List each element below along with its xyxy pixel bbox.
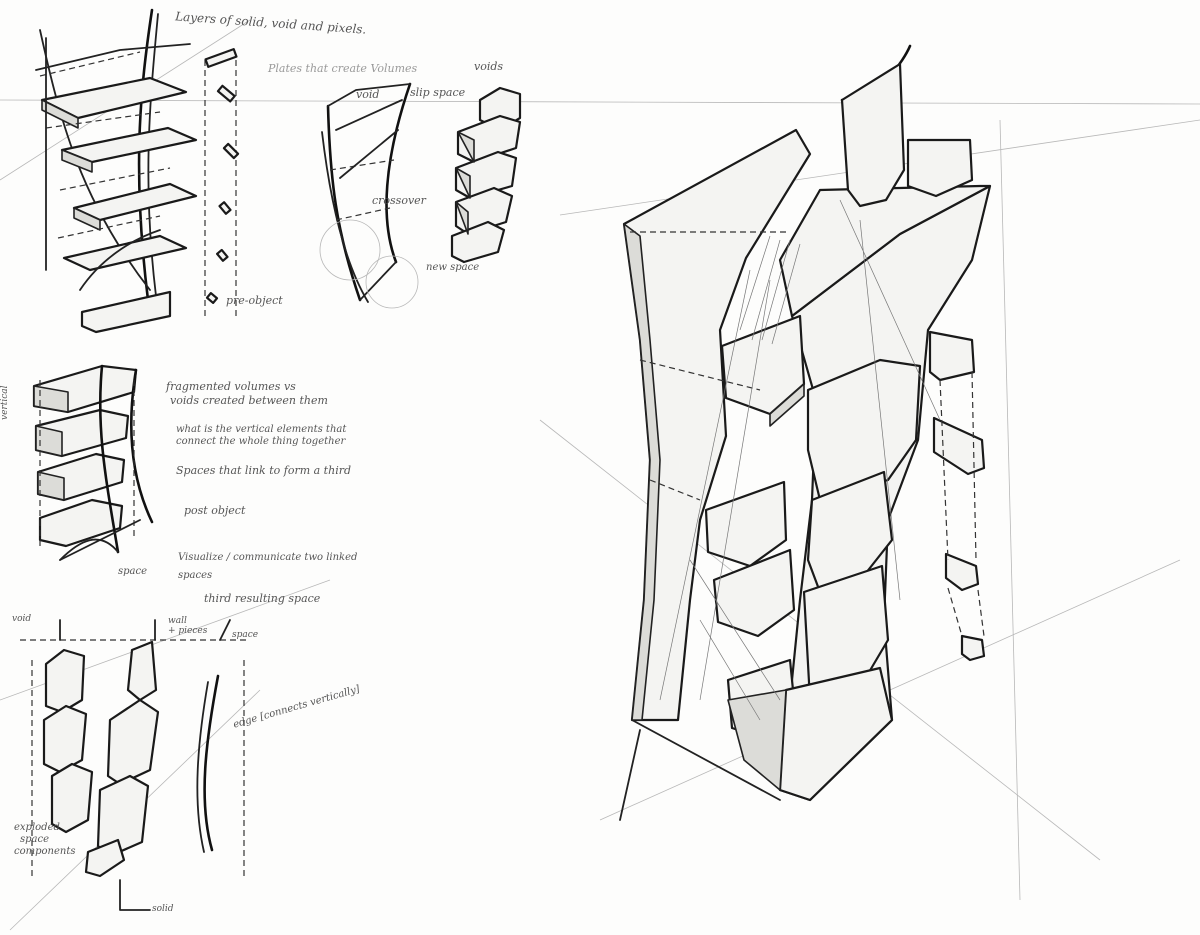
note-visualize-1: Visualize / communicate two linked — [178, 552, 358, 563]
note-exploded-2: space — [20, 834, 50, 845]
note-fragmented-2: voids created between them — [170, 394, 328, 407]
note-exploded-3: components — [14, 846, 76, 857]
voids-stack-sketch — [450, 86, 522, 264]
note-crossover: crossover — [372, 194, 426, 207]
fragmented-volumes-sketch — [32, 364, 154, 561]
note-void: void — [356, 88, 380, 101]
note-voids: voids — [474, 60, 504, 73]
note-wall-1: wall — [168, 616, 187, 626]
note-new-space: new space — [426, 262, 480, 273]
note-post-object: post object — [184, 504, 246, 517]
note-solid: solid — [152, 904, 174, 914]
curved-wall-sketch — [319, 82, 419, 309]
note-visualize-2: spaces — [178, 570, 213, 581]
note-fragmented-1: fragmented volumes vs — [166, 380, 296, 393]
note-vertical-side: vertical — [0, 385, 10, 421]
note-wall-2: + pieces — [168, 626, 208, 636]
spiral-plates-sketch — [35, 8, 240, 334]
note-vertical-1: what is the vertical elements that — [176, 424, 347, 435]
exploded-components-sketch — [20, 619, 250, 911]
note-exploded-1: exploded — [14, 822, 60, 833]
note-spaces-link: Spaces that link to form a third — [176, 464, 352, 477]
note-vertical-2: connect the whole thing together — [176, 436, 346, 447]
note-space-label: space — [232, 630, 259, 640]
note-plates: Plates that create Volumes — [268, 62, 418, 75]
note-third-space: third resulting space — [204, 592, 321, 605]
main-tower-drawing — [619, 44, 992, 821]
note-void-small: void — [12, 614, 32, 624]
note-space-small: space — [118, 566, 148, 577]
note-slip-space: slip space — [410, 86, 466, 99]
note-pre-object: pre-object — [226, 294, 283, 307]
